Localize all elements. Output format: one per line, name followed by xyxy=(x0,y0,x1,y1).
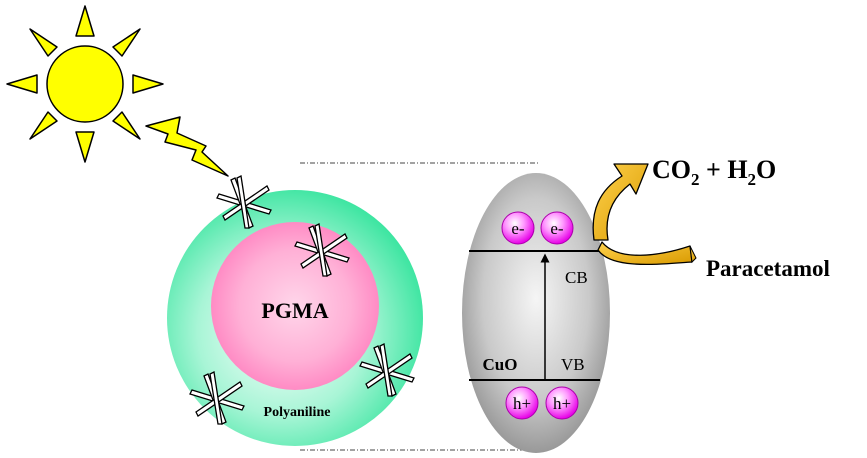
pgma-core xyxy=(211,222,379,390)
nanoparticle-cluster-icon xyxy=(216,175,272,229)
svg-text:e-: e- xyxy=(550,219,564,238)
lightning-bolt-icon xyxy=(145,116,229,177)
material-label: CuO xyxy=(483,355,518,374)
nanoparticle-cluster-icon xyxy=(294,223,350,277)
svg-text:h+: h+ xyxy=(513,394,531,413)
product-arrow xyxy=(592,163,649,241)
hole: h+ xyxy=(505,386,539,420)
nanoparticle-cluster-icon xyxy=(359,343,415,397)
cuo-semiconductor: CB VB CuO e- e- h+ h+ xyxy=(462,173,610,453)
core-label: PGMA xyxy=(261,298,328,323)
reactant-label: Paracetamol xyxy=(706,256,830,281)
svg-text:e-: e- xyxy=(511,219,525,238)
conduction-band-label: CB xyxy=(565,268,588,287)
electron: e- xyxy=(540,211,574,245)
sun-icon xyxy=(6,5,164,163)
valence-band-label: VB xyxy=(561,355,585,374)
shell-label: Polyaniline xyxy=(264,405,331,420)
product-label: CO2 + H2O xyxy=(652,155,776,189)
core-shell-particle: PGMA Polyaniline xyxy=(167,190,423,446)
nanoparticle-cluster-icon xyxy=(189,371,245,425)
reactant-arrow xyxy=(597,241,697,266)
svg-text:h+: h+ xyxy=(553,394,571,413)
electron: e- xyxy=(501,211,535,245)
hole: h+ xyxy=(545,386,579,420)
